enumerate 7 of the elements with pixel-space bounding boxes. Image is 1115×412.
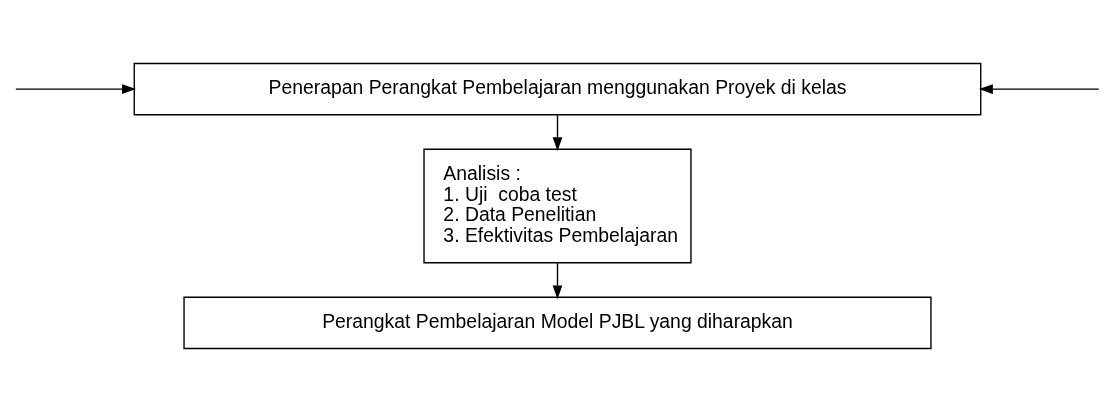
node-box: Penerapan Perangkat Pembelajaran menggunakan Proyek di kelas (133, 62, 982, 116)
arrow (979, 84, 1100, 94)
node-box: Perangkat Pembelajaran Model PJBL yang diharapkan (183, 296, 932, 350)
node-box: Analisis : 1. Uji coba test 2. Data Penelitian 3. Efektivitas Pembelajaran (423, 148, 692, 264)
arrow (552, 114, 563, 152)
arrow (15, 84, 136, 94)
arrow (552, 262, 563, 300)
